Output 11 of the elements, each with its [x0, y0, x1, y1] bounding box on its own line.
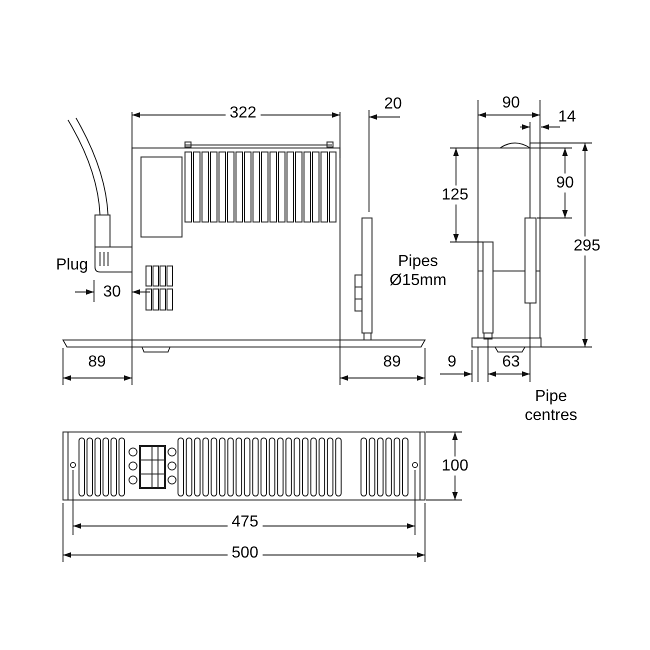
dimension-label: Plug	[56, 256, 88, 274]
dimension-label: 90	[502, 94, 520, 112]
dimension-label: 89	[383, 352, 401, 372]
dimension-label: 9	[448, 352, 456, 372]
dimension-label: 89	[88, 352, 106, 372]
dimension-label: 30	[103, 282, 121, 302]
dimension-label: 63	[502, 352, 520, 372]
dimension-label: 20	[384, 94, 402, 114]
dimension-label: Pipe centres	[524, 387, 578, 425]
dimension-label: 14	[558, 108, 576, 126]
dimension-label: Pipes Ø15mm	[388, 252, 448, 290]
